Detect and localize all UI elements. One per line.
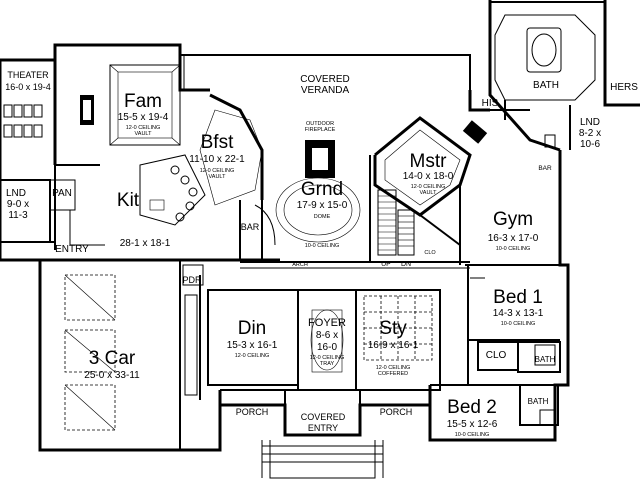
hers-label: HERS [610,82,638,93]
lnd-left-label: LND [6,188,26,199]
lnd-left-dims-b: 11-3 [8,210,28,221]
porch-left-label: PORCH [236,407,269,417]
foyer-dims-a: 8-6 x [316,330,338,341]
fam-note2: VAULT [135,131,153,137]
sty-note1: 12-0 CEILING [376,365,411,371]
din-dims: 15-3 x 16-1 [227,340,278,351]
bed2-label: Bed 2 [447,397,497,418]
mstr-label: Mstr [410,151,448,172]
arch-label: ARCH [292,262,308,268]
lnd-left-dims-a: 9-0 x [7,199,29,210]
bed2-note1: 10-0 CEILING [455,432,490,438]
sty-note2: COFFERED [378,371,408,377]
foyer-dims-b: 16-0 [317,342,337,353]
garage-doors [64,274,116,431]
veranda-line1: COVERED [300,74,349,85]
front-steps [261,440,384,479]
bath-small2-label: BATH [528,397,549,406]
bar1-label: BAR [241,222,260,232]
grnd-note2: 10-0 CEILING [305,243,340,249]
car-dims: 25-0 x 33-11 [84,370,140,381]
fam-label: Fam [124,91,162,112]
outdoor-fireplace-a: OUTDOOR [306,121,334,127]
coffered-grid [363,295,433,361]
kit-label: Kit [117,190,140,211]
theater-dims: 16-0 x 19-4 [5,82,51,92]
sty-dims: 16-9 x 16-1 [368,340,419,351]
foyer-note1: 12-0 CEILING [310,355,345,361]
clo-small-label: CLO [424,250,436,256]
outdoor-fireplace-b: FIREPLACE [305,127,336,133]
bfst-label: Bfst [201,132,234,153]
clo-label: CLO [486,350,507,361]
grnd-dims: 17-9 x 15-0 [297,200,348,211]
bfst-dims: 11-10 x 22-1 [189,154,245,165]
mstr-note2: VAULT [420,190,438,196]
grnd-note1: DOME [314,214,331,220]
pan-label: PAN [52,188,72,199]
grnd-label: Grnd [301,179,343,200]
sty-label: Sty [379,318,407,339]
gym-label: Gym [493,209,533,230]
bed1-note1: 10-0 CEILING [501,321,536,327]
covered-entry-line1: COVERED [301,412,346,422]
theater-label: THEATER [7,70,49,80]
bed1-label: Bed 1 [493,287,543,308]
lnd-right-label: LND [580,117,600,128]
fam-dims: 15-5 x 19-4 [118,112,169,123]
room-labels: THEATER 16-0 x 19-4 Fam 15-5 x 19-4 12-0… [5,70,638,438]
mstr-dims: 14-0 x 18-0 [403,171,454,182]
fam-note1: 12-0 CEILING [126,125,161,131]
din-note1: 12-0 CEILING [235,353,270,359]
lnd-right-dims-b: 10-6 [580,139,600,150]
mstr-note1: 12-0 CEILING [411,184,446,190]
gym-dims: 16-3 x 17-0 [488,233,539,244]
theater-seats [3,104,43,138]
bath-label: BATH [533,80,559,91]
pdr-label: PDR [182,275,202,285]
interior-walls [0,14,596,479]
exterior-walls [0,0,640,452]
bed1-dims: 14-3 x 13-1 [493,308,544,319]
din-label: Din [238,318,267,339]
bfst-note2: VAULT [209,174,227,180]
foyer-label: FOYER [308,317,346,329]
lnd-right-dims-a: 8-2 x [579,128,601,139]
kit-dims: 28-1 x 18-1 [120,238,171,249]
car-label: 3 Car [89,348,136,369]
bar2-label: BAR [538,165,552,172]
bfst-note1: 12-0 CEILING [200,168,235,174]
entry-label: ENTRY [55,244,89,255]
stairs [377,189,415,256]
foyer-note2: TRAY [320,361,335,367]
gym-note1: 10-0 CEILING [496,246,531,252]
bed2-dims: 15-5 x 12-6 [447,419,498,430]
up-label: UP [381,261,391,268]
covered-entry-line2: ENTRY [308,423,338,433]
veranda-line2: VERANDA [301,85,350,96]
porch-right-label: PORCH [380,407,413,417]
dn-label: DN [401,261,411,268]
bath-small1-label: BATH [535,355,556,364]
his-label: HIS [482,98,499,109]
